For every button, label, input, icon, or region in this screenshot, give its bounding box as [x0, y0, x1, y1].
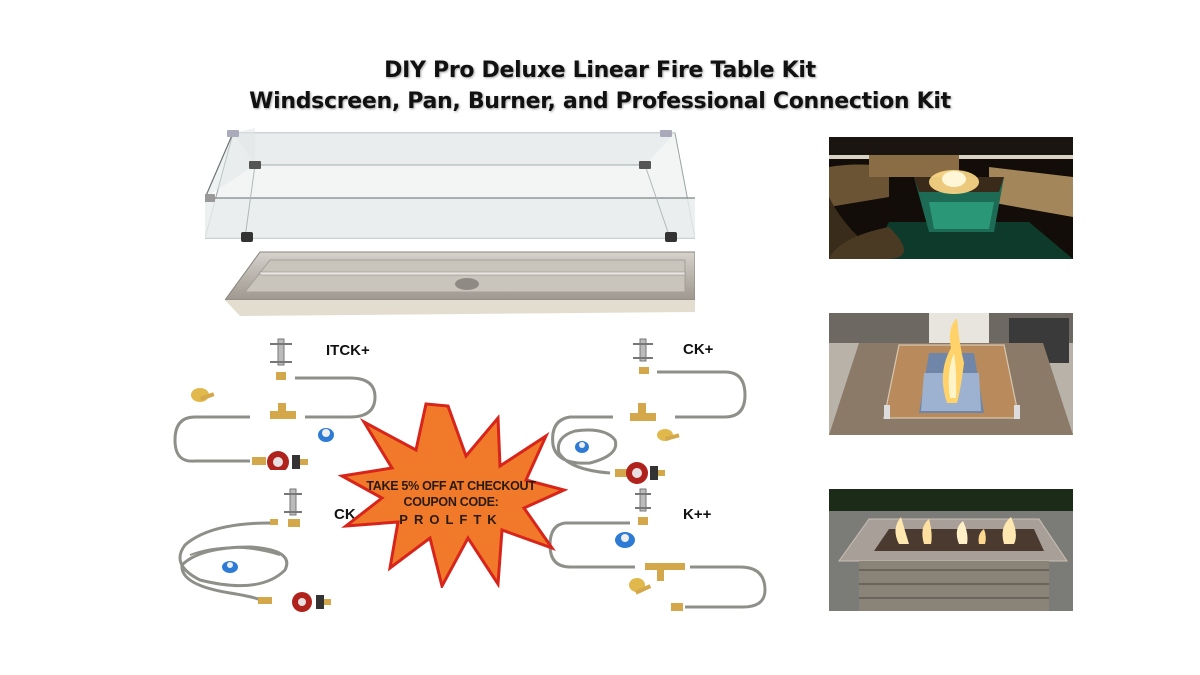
- connection-kit-ck-plus: [545, 335, 770, 485]
- kit-label-itck-plus: ITCK+: [326, 342, 370, 359]
- connection-kit-itck-plus: [170, 335, 390, 470]
- gallery-photo-night-patio: [829, 137, 1073, 259]
- page-title: DIY Pro Deluxe Linear Fire Table Kit: [384, 58, 816, 83]
- connection-kit-ck: [170, 485, 370, 615]
- kit-label-ck: CK: [334, 506, 356, 523]
- burner-pan-image: [225, 250, 695, 320]
- connection-kit-k-plus-plus: [545, 485, 775, 615]
- kit-label-k-plus-plus: K++: [683, 506, 712, 523]
- gallery-photo-glass-windscreen-table: [829, 313, 1073, 435]
- gallery-photo-stone-fire-table: [829, 489, 1073, 611]
- coupon-text-block: TAKE 5% OFF AT CHECKOUT COUPON CODE: PRO…: [345, 478, 557, 529]
- coupon-code-label: COUPON CODE:: [403, 495, 499, 509]
- coupon-discount-text: TAKE 5% OFF AT CHECKOUT: [366, 479, 536, 493]
- kit-label-ck-plus: CK+: [683, 341, 714, 358]
- windscreen-image: [205, 128, 695, 246]
- coupon-starburst: [338, 398, 568, 588]
- page-subtitle: Windscreen, Pan, Burner, and Professiona…: [249, 89, 951, 114]
- coupon-code: PROLFTK: [399, 512, 503, 527]
